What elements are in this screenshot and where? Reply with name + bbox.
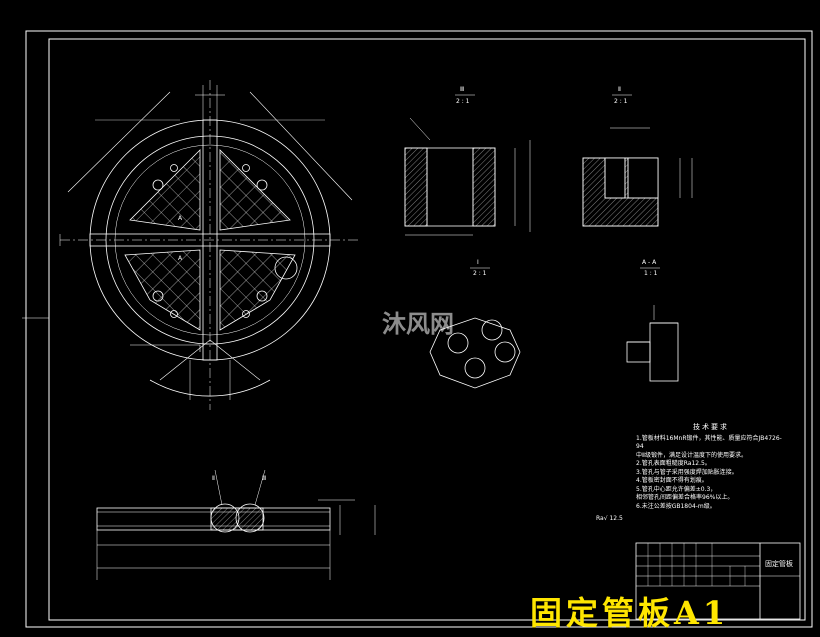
tech-line-5: 4.管板密封面不得有划痕。 [636,477,708,484]
callout-a-1: A [178,215,183,222]
outer-frame [25,30,813,628]
inner-frame [48,38,806,621]
tech-line-2: 中Ⅱ级锻件，满足设计温度下的使用要求。 [636,451,747,459]
detail-view-2 [582,94,693,227]
title-block-name: 固定管板 [765,560,793,568]
view1-label: Ⅰ [477,259,479,266]
detail-view-3 [404,94,531,236]
side-elevation [96,469,376,580]
view3-label: Ⅲ [460,86,465,93]
view-aa-ratio: 1 : 1 [644,270,658,277]
tech-line-3: 2.管孔表面粗糙度Ra12.5。 [636,460,711,467]
roughness-note: Ra√ 12.5 [596,515,623,522]
tech-line-1: 1.管板材料16MnR锻件，其性能、质量应符合JB4726-94 [636,434,782,451]
tech-heading: 技术要求 [693,423,729,431]
tech-line-8: 6.未注公差按GB1804-m级。 [636,502,716,510]
tech-line-7: 相邻管孔间距偏差合格率96%以上。 [636,494,734,501]
view2-ratio: 2 : 1 [614,98,628,105]
technical-requirements: 技术要求 1.管板材料16MnR锻件，其性能、质量应符合JB4726-94 中Ⅱ… [636,423,786,511]
view3-ratio: 2 : 1 [456,98,470,105]
callout-a-2: A [178,255,183,262]
callout-3: Ⅲ [262,475,267,482]
section-a-a [626,267,679,382]
detail-view-1 [429,267,521,389]
drawing-title: 固定管板A1 [530,594,730,632]
callout-2: Ⅱ [212,475,215,482]
view2-label: Ⅱ [618,86,621,93]
tech-line-4: 3.管孔与管子采用强度焊加贴胀连接。 [636,468,738,476]
tubesheet-plan-view [59,80,360,410]
title-block [635,542,801,620]
tech-line-6: 5.管孔中心距允许偏差±0.3， [636,485,717,493]
view-aa-label: A - A [642,259,657,266]
watermark-text: 沐风网 [382,310,454,338]
view1-ratio: 2 : 1 [473,270,487,277]
